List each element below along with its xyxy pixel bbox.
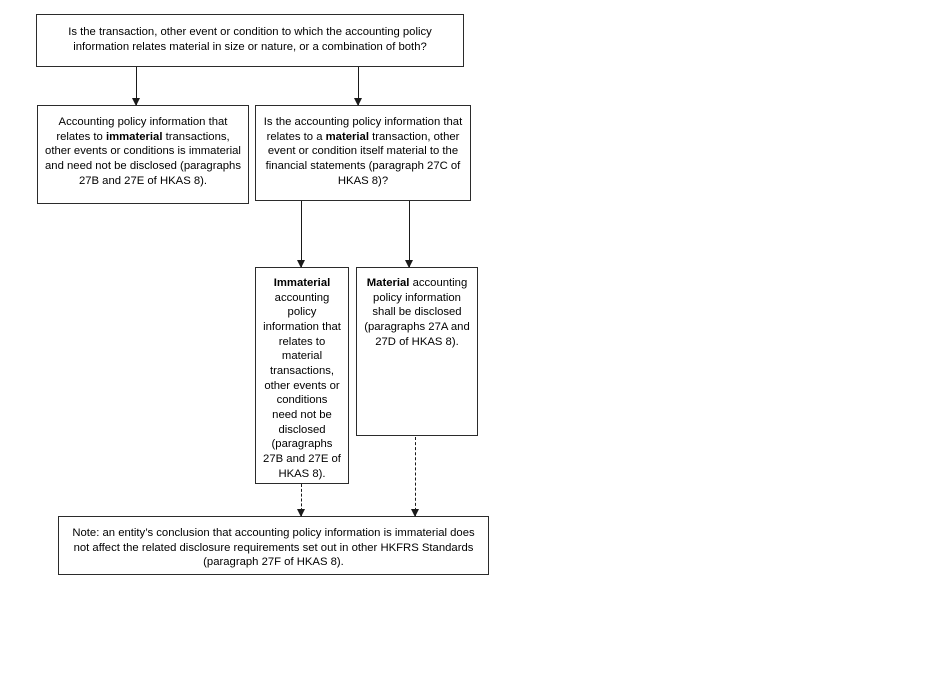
node-note: Note: an entity’s conclusion that accoun… (58, 516, 489, 575)
text-segment-post: transaction, other event or condition it… (265, 130, 461, 187)
text-segment-bold: material (325, 130, 369, 143)
connector-line (301, 201, 302, 267)
text-segment-bold: Immaterial (273, 277, 331, 289)
node-material-outcome-text: Material accounting policy information s… (364, 276, 470, 349)
connector-line-dashed (415, 437, 416, 516)
node-material-question: Is the accounting policy information tha… (255, 105, 471, 201)
node-material-outcome: Material accounting policy information s… (356, 267, 478, 436)
connector-line (409, 201, 410, 267)
node-root-question: Is the transaction, other event or condi… (36, 14, 464, 67)
text-segment-pre: Is the accounting policy information tha… (263, 116, 463, 143)
arrowhead-down-icon (354, 98, 362, 106)
arrowhead-down-icon (411, 509, 419, 517)
node-note-text: Note: an entity’s conclusion that accoun… (72, 527, 475, 569)
arrowhead-down-icon (297, 509, 305, 517)
arrowhead-down-icon (405, 260, 413, 268)
text-segment-bold: immaterial (105, 130, 163, 143)
text-segment-post: accounting policy information shall be d… (364, 277, 470, 348)
connector-line-dashed (301, 484, 302, 516)
node-immaterial-outcome: Immaterial accounting policy information… (255, 267, 349, 484)
node-immaterial-outcome-text: Immaterial accounting policy information… (263, 276, 341, 481)
node-immaterial-branch-text: Accounting policy information that relat… (45, 115, 241, 188)
node-material-question-text: Is the accounting policy information tha… (263, 115, 463, 188)
connector-line (136, 67, 137, 105)
connector-line (358, 67, 359, 105)
text-segment-bold: Material (366, 277, 410, 289)
text-segment-post: accounting policy information that relat… (263, 291, 341, 480)
node-root-text: Is the transaction, other event or condi… (68, 26, 432, 53)
arrowhead-down-icon (297, 260, 305, 268)
node-immaterial-branch: Accounting policy information that relat… (37, 105, 249, 204)
arrowhead-down-icon (132, 98, 140, 106)
text-segment-pre: Accounting policy information that relat… (56, 116, 228, 143)
text-segment-post: transactions, other events or conditions… (45, 130, 241, 187)
